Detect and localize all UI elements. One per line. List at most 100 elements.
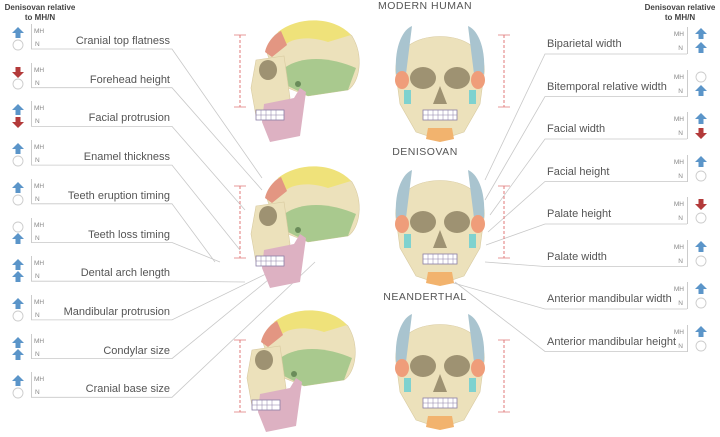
circle-icon (12, 221, 24, 232)
trait-label: Anterior mandibular height (547, 335, 677, 348)
n-label: N (678, 172, 683, 180)
arrow-down-icon (12, 117, 24, 129)
circle-icon (12, 155, 24, 167)
n-label: N (35, 389, 40, 397)
arrow-up-icon (12, 27, 24, 38)
circle-icon (695, 170, 707, 181)
trait-label: Forehead height (89, 73, 170, 86)
mh-label: MH (34, 260, 45, 268)
leader-line (31, 203, 216, 263)
denisovan-frontal-skull (394, 169, 486, 287)
arrow-up-icon (695, 84, 707, 96)
arrow-down-icon (695, 199, 707, 210)
denisovan-lateral-skull (250, 165, 360, 289)
divider (687, 154, 688, 182)
right-column-header: Denisovan relative to MH/N (640, 3, 720, 23)
leader-line (31, 280, 246, 283)
mh-label: MH (34, 28, 45, 35)
divider (31, 62, 32, 88)
n-label: N (35, 311, 40, 319)
trait-row-left: MH N Forehead height (0, 62, 175, 92)
circle-icon (695, 212, 707, 224)
divider (687, 324, 688, 352)
mh-label: MH (34, 337, 45, 345)
n-label: N (35, 41, 40, 48)
mh-label: MH (34, 376, 45, 384)
mh-label: MH (34, 66, 45, 74)
leader-line (484, 53, 687, 181)
n-label: N (678, 130, 683, 137)
leader-line (484, 96, 687, 201)
circle-icon (12, 194, 24, 206)
arrow-up-icon (695, 28, 707, 39)
n-label: N (35, 273, 40, 281)
mh-label: MH (673, 116, 684, 123)
divider (31, 372, 32, 398)
title-neanderthal: NEANDERTHAL (383, 291, 467, 303)
leader-line (31, 261, 316, 398)
trait-label: Palate width (547, 250, 607, 263)
leader-line (454, 281, 687, 352)
n-label: N (678, 300, 683, 307)
arrow-up-icon (695, 113, 707, 124)
n-label: N (678, 215, 683, 222)
arrow-up-icon (12, 271, 24, 283)
n-label: N (35, 79, 40, 87)
mh-label: MH (673, 73, 684, 81)
neanderthal-frontal-skull (394, 313, 486, 431)
trait-label: Cranial top flatness (75, 35, 170, 47)
circle-icon (695, 255, 707, 266)
arrow-up-icon (695, 42, 707, 53)
modern-human-lateral-skull (250, 19, 360, 143)
n-label: N (35, 350, 40, 358)
n-label: N (35, 195, 40, 203)
divider (687, 69, 688, 97)
trait-label: Palate height (547, 208, 612, 220)
mh-label: MH (673, 31, 684, 38)
n-label: N (35, 157, 40, 165)
mh-label: MH (673, 158, 684, 166)
trait-row-left: MH N Cranial top flatness (0, 24, 175, 53)
trait-label: Anterior mandibular width (547, 293, 672, 305)
leader-line (31, 126, 246, 211)
n-label: N (35, 234, 40, 242)
circle-icon (695, 340, 707, 351)
arrow-up-icon (12, 104, 24, 116)
arrow-up-icon (12, 259, 24, 271)
arrow-down-icon (12, 66, 24, 78)
leader-line (31, 242, 221, 263)
trait-label: Cranial base size (85, 383, 170, 396)
header-line: to MH/N (24, 13, 56, 22)
modern-human-frontal-skull (394, 25, 486, 143)
divider (31, 333, 32, 359)
mh-label: MH (34, 182, 45, 190)
mh-label: MH (34, 105, 45, 113)
arrow-up-icon (12, 181, 24, 193)
trait-label: Enamel thickness (83, 151, 170, 164)
mh-label: MH (34, 221, 45, 229)
arrow-up-icon (695, 240, 707, 252)
trait-label: Biparietal width (547, 38, 622, 50)
n-label: N (678, 45, 683, 52)
arrow-up-icon (12, 336, 24, 348)
circle-icon (12, 78, 24, 90)
divider (687, 282, 688, 309)
divider (31, 217, 32, 243)
arrow-up-icon (695, 325, 707, 337)
trait-label: Mandibular protrusion (63, 305, 170, 318)
n-label: N (35, 118, 40, 126)
divider (31, 140, 32, 166)
